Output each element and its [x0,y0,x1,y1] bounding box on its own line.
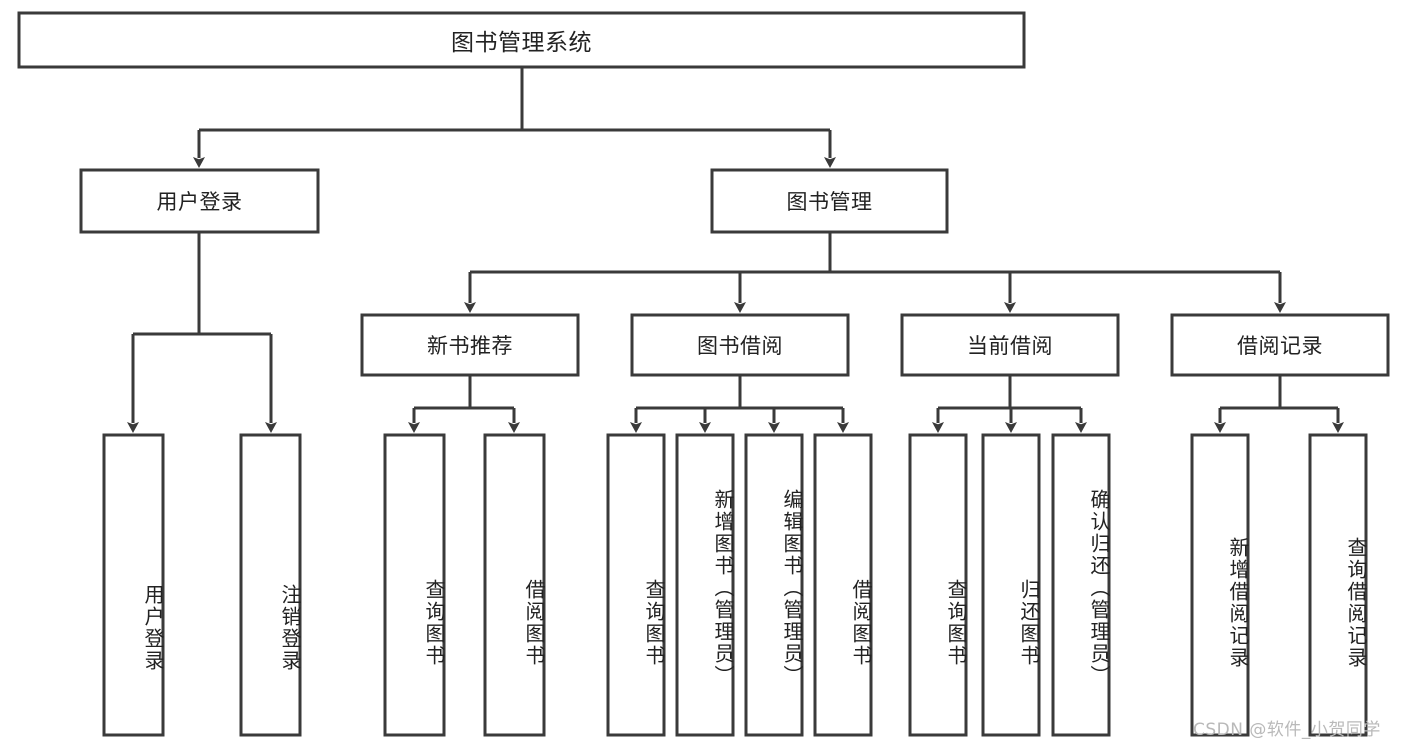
node-box-leaf-query-borrow-record[interactable] [1308,433,1368,737]
node-box-leaf-user-logout[interactable] [239,433,302,737]
node-box-leaf-confirm-return-admin[interactable] [1051,433,1111,737]
node-box-root[interactable] [17,11,1026,69]
node-box-leaf-user-login[interactable] [102,433,165,737]
node-box-user-login[interactable] [79,168,320,234]
csdn-watermark: CSDN @软件_小贺同学 [1193,720,1381,740]
node-box-leaf-return-book[interactable] [981,433,1041,737]
node-box-leaf-query-book-current[interactable] [908,433,968,737]
node-box-leaf-borrow-book-rec[interactable] [483,433,546,737]
node-box-book-manage[interactable] [710,168,949,234]
node-box-new-book-recommend[interactable] [360,313,580,377]
node-box-borrow-record[interactable] [1170,313,1390,377]
node-box-leaf-query-book-borrow[interactable] [606,433,666,737]
node-box-leaf-edit-book-admin[interactable] [744,433,804,737]
node-box-leaf-add-book-admin[interactable] [675,433,735,737]
node-box-leaf-add-borrow-record[interactable] [1190,433,1250,737]
node-box-book-borrow[interactable] [630,313,850,377]
node-box-leaf-borrow-book[interactable] [813,433,873,737]
node-box-current-borrow[interactable] [900,313,1120,377]
node-box-leaf-query-book-rec[interactable] [383,433,446,737]
